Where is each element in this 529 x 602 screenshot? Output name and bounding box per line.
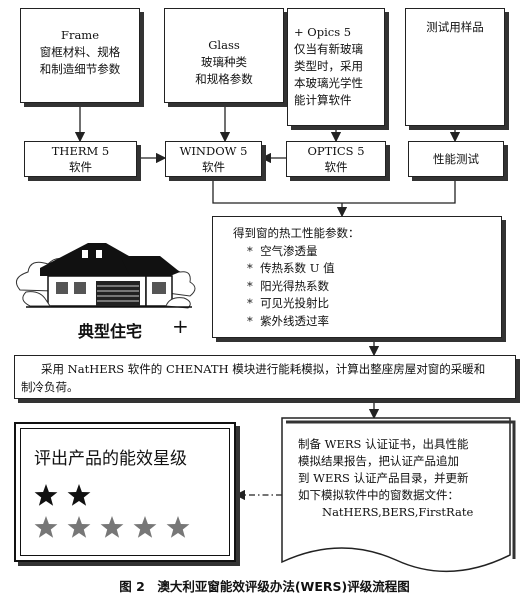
window-title: WINDOW 5	[179, 144, 248, 158]
certificate-line-4: 如下模拟软件中的窗数据文件：	[298, 488, 459, 502]
sample-box: 测试用样品	[405, 8, 505, 126]
certificate-line-2: 模拟结果报告，把认证产品追加	[298, 454, 459, 468]
sample-label: 测试用样品	[426, 20, 484, 34]
star-icon	[67, 516, 91, 538]
star-icon	[166, 516, 190, 538]
certificate-line-3: 到 WERS 认证产品目录，并更新	[298, 471, 469, 485]
merge-line	[212, 176, 456, 204]
star-icon	[67, 484, 91, 506]
params-item-1: * 空气渗透量	[247, 243, 501, 261]
certificate-text: 制备 WERS 认证证书，出具性能 模拟结果报告，把认证产品追加 到 WERS …	[298, 436, 504, 521]
certificate-line-5: NatHERS,BERS,FirstRate	[322, 505, 474, 519]
params-item-3: * 阳光得热系数	[247, 278, 501, 296]
certificate-line-1: 制备 WERS 认证证书，出具性能	[298, 437, 469, 451]
bullet: *	[247, 278, 253, 293]
optics-title: OPTICS 5	[307, 144, 365, 158]
glass-line-1: 玻璃种类	[201, 55, 247, 69]
house-illustration	[15, 243, 196, 309]
glass-box: Glass 玻璃种类 和规格参数	[164, 8, 284, 103]
frame-box: Frame 窗框材料、规格 和制造细节参数	[20, 8, 140, 103]
glass-title: Glass	[208, 38, 240, 52]
star-icon	[34, 516, 58, 538]
therm-sub: 软件	[69, 160, 92, 174]
simulation-box: 采用 NatHERS 软件的 CHENATH 模块进行能耗模拟，计算出整座房屋对…	[14, 355, 516, 399]
thermal-params-box: 得到窗的热工性能参数： * 空气渗透量 * 传热系数 U 值 * 阳光得热系数 …	[212, 216, 502, 338]
therm-title: THERM 5	[51, 144, 110, 158]
star-icon	[100, 516, 124, 538]
opics-line-3: 本玻璃光学性	[294, 76, 363, 90]
params-item-4-text: 可见光投射比	[260, 296, 330, 310]
bullet: *	[247, 243, 253, 258]
frame-line-2: 和制造细节参数	[39, 62, 121, 76]
opics-box: + Opics 5 仅当有新玻璃 类型时，采用 本玻璃光学性 能计算软件	[287, 8, 385, 126]
rating-box: 评出产品的能效星级	[14, 422, 236, 562]
params-item-3-text: 阳光得热系数	[260, 278, 330, 293]
opics-line-2: 类型时，采用	[294, 59, 363, 73]
figure-caption: 图 2 澳大利亚窗能效评级办法(WERS)评级流程图	[119, 579, 410, 594]
params-item-2: * 传热系数 U 值	[247, 260, 501, 278]
opics-line-1: 仅当有新玻璃	[294, 42, 363, 56]
typical-house-label: 典型住宅	[78, 322, 143, 341]
glass-line-2: 和规格参数	[195, 72, 253, 86]
params-item-5: * 紫外线透过率	[247, 313, 501, 331]
params-heading: 得到窗的热工性能参数：	[233, 226, 360, 240]
rating-title: 评出产品的能效星级	[34, 449, 187, 469]
bullet: *	[247, 261, 253, 275]
params-list: * 空气渗透量 * 传热系数 U 值 * 阳光得热系数 * 可见光投射比 * 紫…	[233, 243, 501, 331]
opics-title: + Opics 5	[294, 25, 352, 39]
frame-line-1: 窗框材料、规格	[39, 45, 121, 59]
window-box: WINDOW 5 软件	[165, 141, 262, 177]
therm-box: THERM 5 软件	[24, 141, 137, 177]
performance-test-box: 性能测试	[408, 141, 504, 177]
optics-sub: 软件	[324, 160, 348, 174]
bullet: *	[247, 313, 253, 328]
frame-title: Frame	[60, 28, 100, 42]
star-icon	[34, 484, 58, 506]
star-rating-display	[34, 484, 190, 538]
params-item-2-text: 传热系数 U 值	[260, 261, 335, 275]
params-item-5-text: 紫外线透过率	[260, 313, 330, 328]
simulation-line-1: 采用 NatHERS 软件的 CHENATH 模块进行能耗模拟，计算出整座房屋对…	[41, 362, 486, 376]
window-sub: 软件	[202, 160, 225, 174]
params-item-1-text: 空气渗透量	[260, 243, 318, 258]
params-item-4: * 可见光投射比	[247, 295, 501, 313]
plus-sign: +	[172, 314, 189, 338]
star-icon	[133, 516, 157, 538]
opics-line-4: 能计算软件	[294, 93, 352, 107]
bullet: *	[247, 296, 253, 310]
optics-box: OPTICS 5 软件	[286, 141, 386, 177]
simulation-line-2: 制冷负荷。	[21, 380, 79, 394]
performance-test-label: 性能测试	[433, 152, 479, 166]
